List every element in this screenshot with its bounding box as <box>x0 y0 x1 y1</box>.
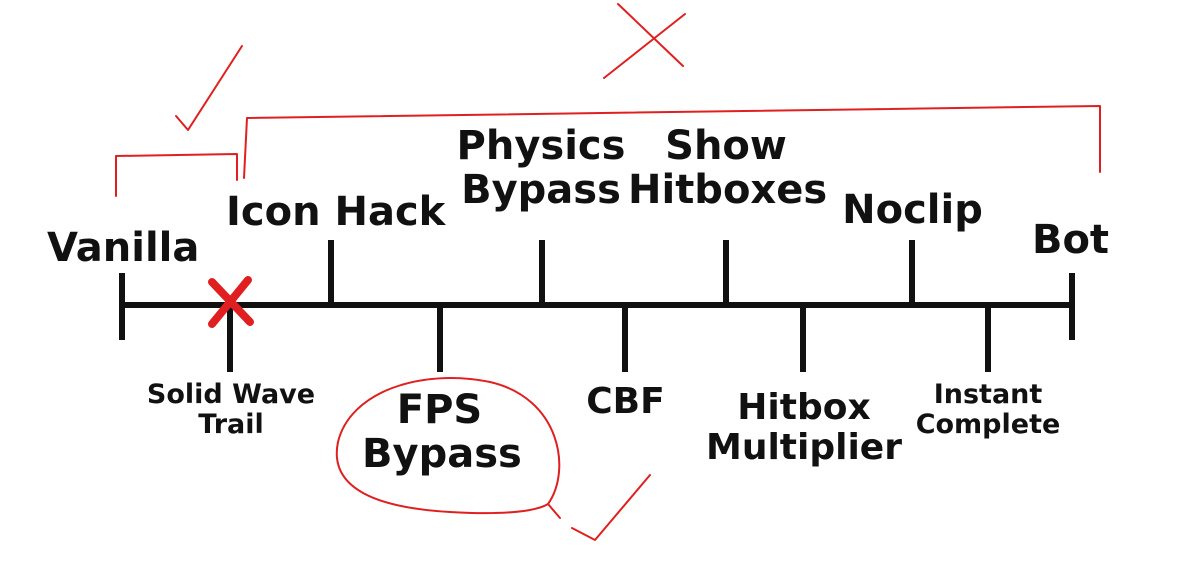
checkmark-icon <box>175 45 243 131</box>
x-marker-icon <box>208 276 254 328</box>
circle-highlight <box>335 377 561 515</box>
label-icon-hack: Icon Hack <box>226 189 446 235</box>
label-vanilla: Vanilla <box>47 225 200 271</box>
label-instant-complete: Instant Complete <box>915 379 1061 440</box>
checkmark-icon-small <box>547 474 651 541</box>
label-fps-bypass: FPS Bypass <box>362 387 522 477</box>
label-bot: Bot <box>1031 217 1110 263</box>
label-cbf: CBF <box>586 381 665 422</box>
label-hitbox-multiplier: Hitbox Multiplier <box>706 387 902 468</box>
label-solid-wave-trail: Solid Wave Trail <box>146 379 316 440</box>
label-noclip: Noclip <box>842 187 983 233</box>
bracket-right <box>243 105 1101 179</box>
bracket-left <box>115 153 238 197</box>
label-show-hitboxes: Show Hitboxes <box>628 123 828 213</box>
label-physics-bypass: Physics Bypass <box>456 123 626 213</box>
cross-icon <box>603 3 686 79</box>
